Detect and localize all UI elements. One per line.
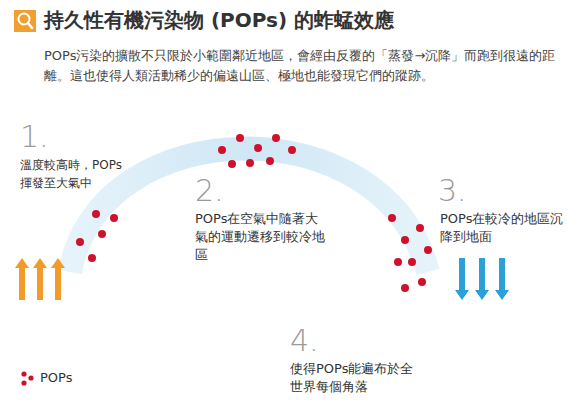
legend-dot: [21, 380, 26, 385]
legend-dot: [28, 375, 33, 380]
pops-dot: [272, 134, 280, 142]
pops-dot: [388, 214, 396, 222]
intro-text: POPs污染的擴散不只限於小範圍鄰近地區，會經由反覆的「蒸發→沉降」而跑到很遠的…: [44, 46, 564, 86]
up-arrow: [51, 258, 65, 300]
pops-dot: [401, 284, 409, 292]
pops-dot: [424, 246, 432, 254]
down-arrow: [455, 258, 469, 300]
pops-dot: [236, 134, 244, 142]
pops-dot: [88, 254, 96, 262]
pops-dot: [416, 224, 424, 232]
evaporation-arrows: [15, 258, 65, 300]
magnifier-handle: [28, 23, 32, 28]
title-icon: [14, 10, 36, 32]
deposition-arrows: [455, 258, 509, 300]
step-text: POPs在較冷的地區沉降到地面: [440, 210, 570, 246]
title: 持久性有機污染物 (POPs) 的蚱蜢效應: [44, 7, 394, 34]
callout-number: 2.: [195, 176, 255, 206]
up-arrow: [15, 258, 29, 300]
pops-dot: [246, 159, 254, 167]
step-text: POPs在空氣中隨著大氣的運動遷移到較冷地區: [195, 210, 325, 264]
step-text: 溫度較高時，POPs揮發至大氣中: [20, 156, 132, 192]
down-arrow: [475, 258, 489, 300]
transport-arc: [70, 149, 428, 272]
pops-dot: [401, 236, 409, 244]
pops-dot: [254, 144, 262, 152]
legend-symbol: [21, 371, 33, 385]
callout-number: 3.: [438, 176, 498, 206]
up-arrow: [33, 258, 47, 300]
pops-dot: [394, 258, 402, 266]
pops-dot: [92, 210, 100, 218]
pops-dot: [288, 146, 296, 154]
pops-dot: [266, 157, 274, 165]
pops-dot: [228, 160, 236, 168]
pops-dot: [218, 146, 226, 154]
pops-dot: [76, 238, 84, 246]
pops-dot: [408, 258, 416, 266]
legend-dot: [21, 371, 26, 376]
callout-number: 4.: [290, 326, 350, 356]
pops-dot: [98, 230, 106, 238]
pops-dot: [418, 278, 426, 286]
legend-text: POPs: [40, 370, 72, 385]
pops-dot: [110, 214, 118, 222]
pops-dots: [76, 134, 432, 292]
step-text: 使得POPs能遍布於全世界每個角落: [290, 360, 422, 396]
callout-number: 1.: [20, 122, 80, 152]
down-arrow: [495, 258, 509, 300]
